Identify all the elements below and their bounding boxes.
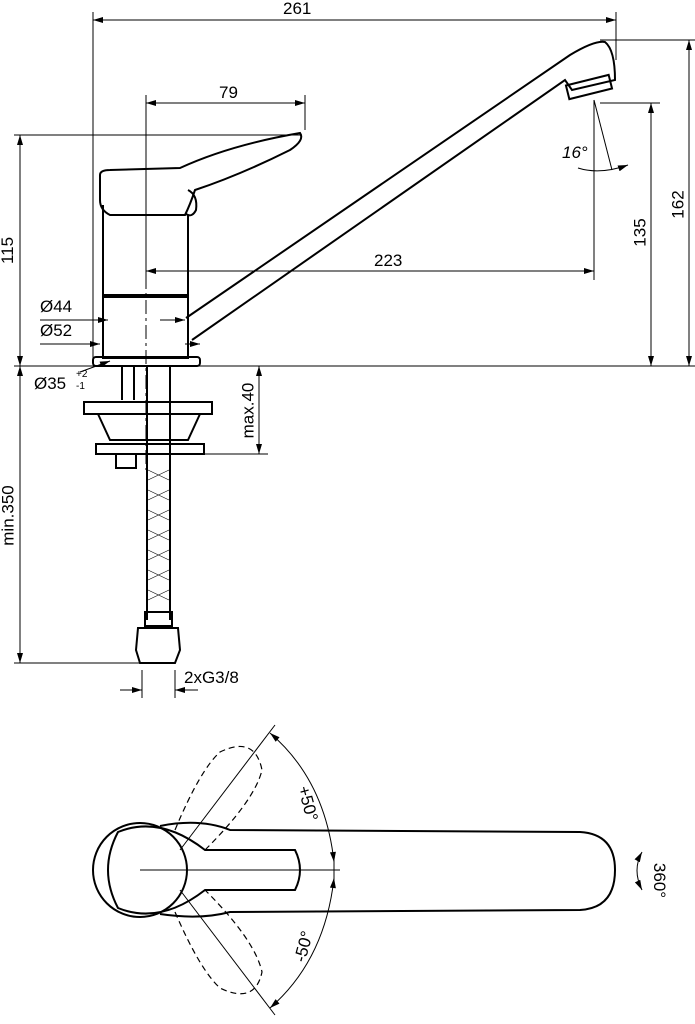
dim-hole-diameter: Ø35 [34, 374, 67, 393]
dim-body-height: 115 [0, 236, 18, 265]
dim-spout-height: 135 [630, 218, 650, 247]
dim-diameter-52: Ø52 [40, 321, 73, 340]
dim-total-height: 162 [668, 190, 688, 219]
dim-max-thickness: max.40 [238, 382, 258, 439]
dim-diameter-44: Ø44 [40, 297, 73, 316]
label-spout-rotation: 360° [650, 862, 670, 899]
hole-tolerance-plus: +2 [76, 369, 88, 380]
hole-tolerance-minus: -1 [76, 381, 85, 392]
dim-handle-reach: 79 [219, 83, 238, 102]
dim-spout-reach: 223 [374, 251, 403, 270]
dim-spout-angle: 16° [562, 143, 588, 162]
dim-min-hose-length: min.350 [0, 485, 18, 546]
dim-total-width: 261 [283, 0, 312, 18]
dim-connection: 2xG3/8 [184, 668, 239, 687]
